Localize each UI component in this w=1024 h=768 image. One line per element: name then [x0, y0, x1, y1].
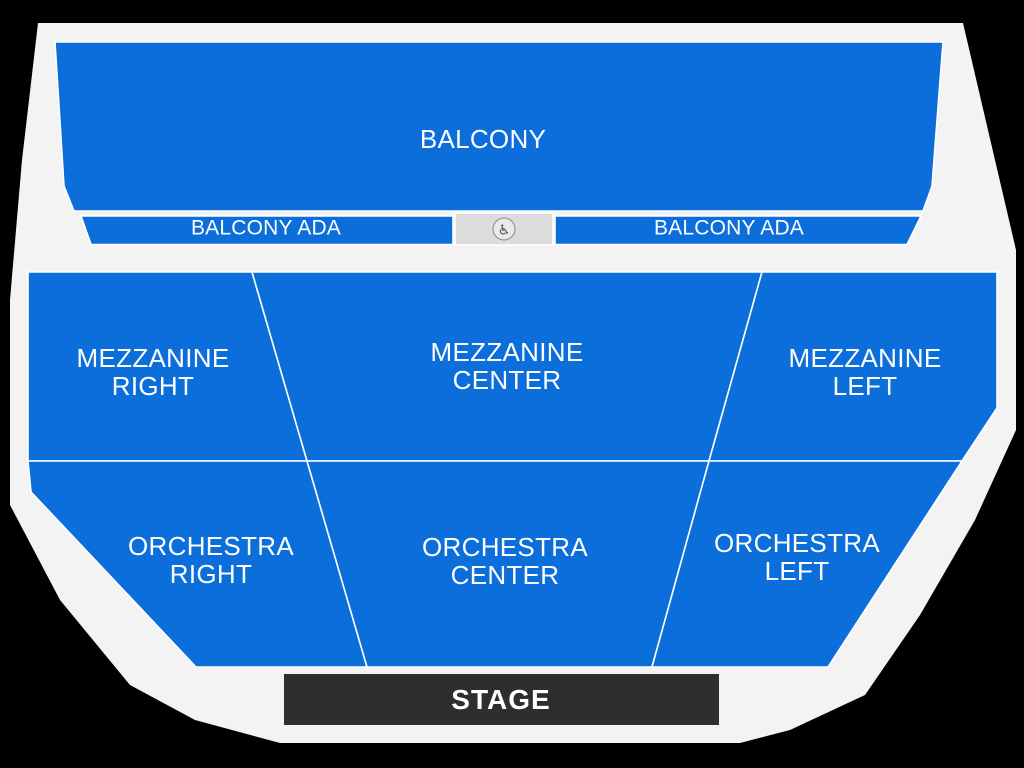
section-orchestra-right[interactable] — [27, 460, 369, 668]
stage-block — [284, 674, 719, 725]
section-balcony-ada-right[interactable] — [554, 215, 923, 246]
section-balcony[interactable] — [54, 41, 944, 212]
section-mezzanine-left[interactable] — [707, 271, 998, 462]
ada-wheelchair-block — [454, 212, 554, 246]
section-orchestra-center[interactable] — [305, 460, 711, 668]
section-balcony-ada-left[interactable] — [79, 215, 454, 246]
section-mezzanine-center[interactable] — [250, 271, 764, 462]
section-orchestra-left[interactable] — [650, 460, 964, 668]
